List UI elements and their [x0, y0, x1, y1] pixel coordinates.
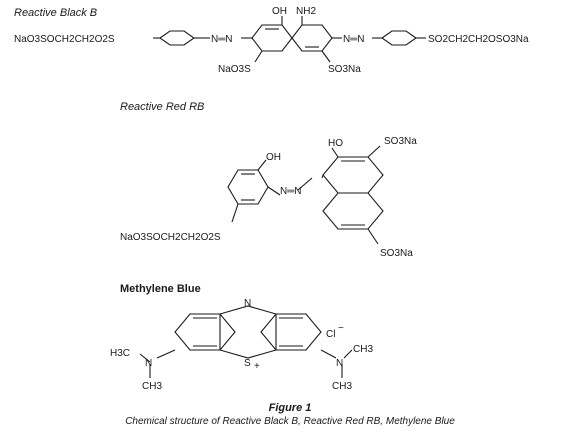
- rrb-hydroxyl-naphthol: HO: [328, 138, 343, 149]
- mb-right-methyl-top: CH3: [353, 344, 373, 355]
- mb-left-amine-nitrogen: N: [145, 358, 152, 369]
- rrb-sulfonyl-group: NaO3SOCH2CH2O2S: [120, 232, 221, 243]
- methylene-blue-structure: [139, 305, 353, 378]
- rbb-amino: NH2: [296, 6, 316, 17]
- mb-left-methyl-top: H3C: [110, 348, 130, 359]
- rbb-azo-right: N═N: [343, 34, 365, 45]
- mb-right-amine-nitrogen: N: [336, 358, 343, 369]
- figure-title: Figure 1: [268, 402, 312, 414]
- rbb-left-sulfonyl-group: NaO3SOCH2CH2O2S: [14, 34, 115, 45]
- mb-right-methyl-bottom: CH3: [332, 381, 352, 392]
- mb-ring-sulfur: S: [244, 358, 251, 369]
- rbb-right-phenyl-ring: [381, 30, 417, 46]
- rrb-hydroxyl-phenyl: OH: [266, 152, 281, 163]
- methylene-blue-title: Methylene Blue: [120, 283, 201, 295]
- rrb-naphthalene-bottom-ring: [322, 192, 384, 230]
- rbb-left-phenyl-ring: [159, 30, 195, 46]
- mb-central-ring: [219, 305, 277, 359]
- rbb-azo-left: N═N: [211, 34, 233, 45]
- figure-caption-block: Figure 1 Chemical structure of Reactive …: [0, 402, 580, 427]
- rbb-sulfonate-right: SO3Na: [328, 64, 361, 75]
- figure-caption: Chemical structure of Reactive Black B, …: [125, 416, 455, 427]
- rrb-azo: N═N: [280, 186, 302, 197]
- rrb-sulfonate-bottom: SO3Na: [380, 248, 413, 259]
- rrb-naphthalene-top-ring: [322, 156, 384, 194]
- mb-left-methyl-bottom: CH3: [142, 381, 162, 392]
- mb-negative-charge: −: [338, 323, 344, 334]
- rrb-phenyl-ring: [227, 169, 269, 205]
- reactive-red-rb-structure: [227, 145, 384, 245]
- mb-ring-nitrogen: N: [244, 298, 251, 309]
- mb-right-ring: [260, 313, 322, 351]
- rbb-right-sulfonyl-group: SO2CH2CH2OSO3Na: [428, 34, 529, 45]
- mb-chloride: Cl: [326, 329, 335, 340]
- rbb-hydroxyl: OH: [272, 6, 287, 17]
- mb-positive-charge: +: [254, 361, 260, 372]
- rrb-sulfonate-top: SO3Na: [384, 136, 417, 147]
- mb-left-ring: [174, 313, 236, 351]
- reactive-black-b-title: Reactive Black B: [14, 7, 97, 19]
- rbb-sulfonate-left: NaO3S: [218, 64, 251, 75]
- reactive-red-rb-title: Reactive Red RB: [120, 101, 204, 113]
- reactive-black-b-structure: [153, 16, 426, 63]
